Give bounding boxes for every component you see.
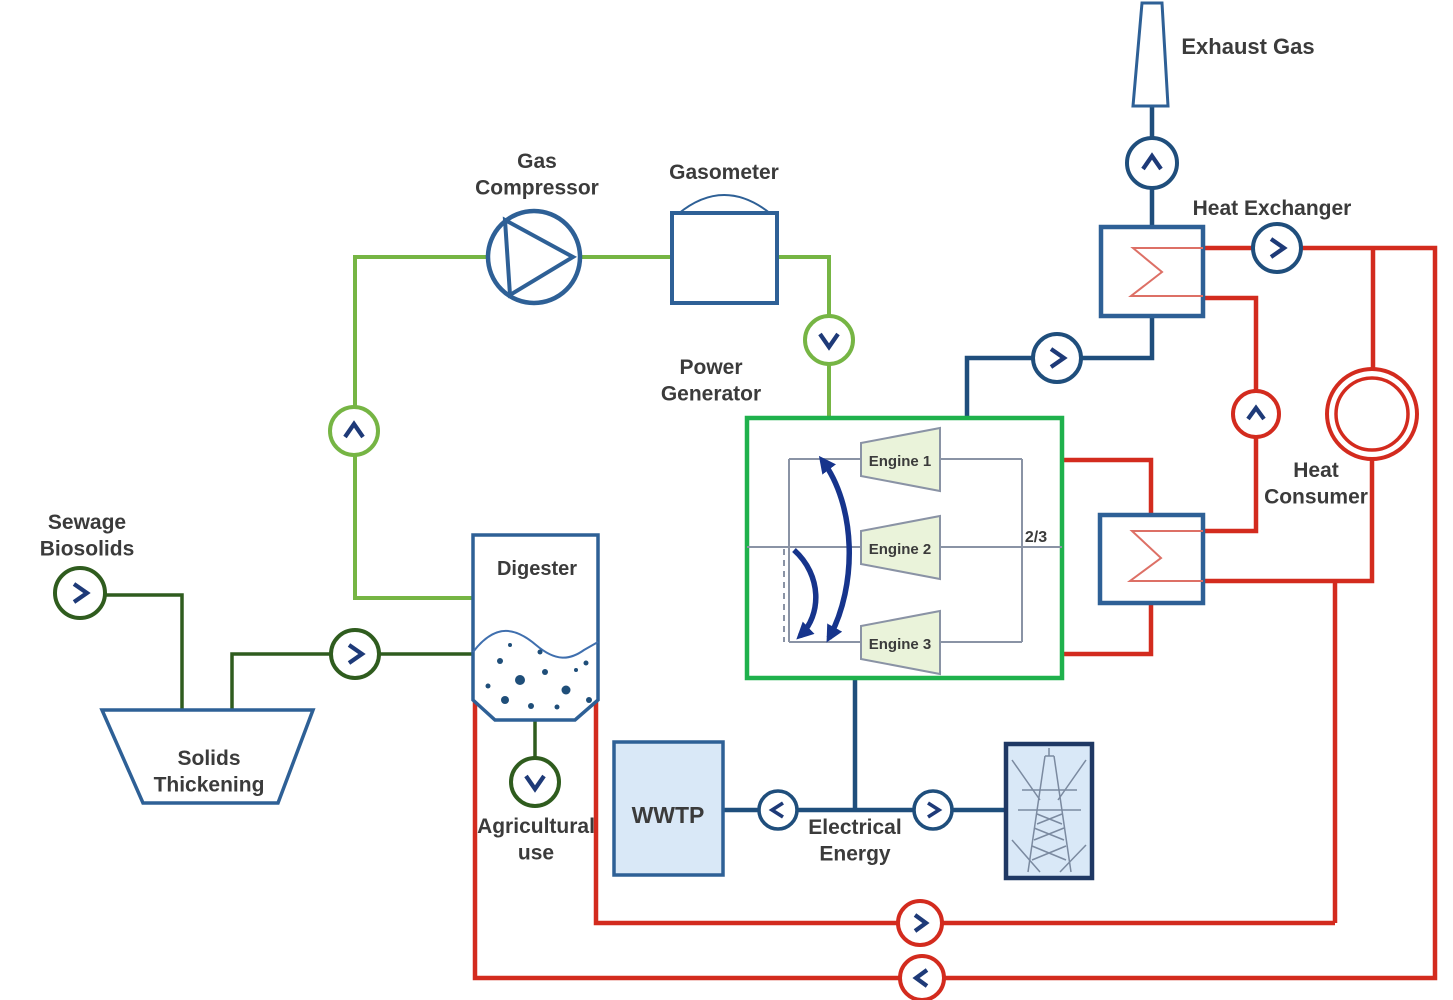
digester-body xyxy=(471,533,600,722)
gas-compressor-symbol xyxy=(485,208,583,306)
heat-consumer-outer-circle xyxy=(1325,367,1419,461)
power-generator-unit xyxy=(744,415,1065,681)
hot-water-consumer-bottom xyxy=(1203,459,1375,584)
gas-compressor-rotor xyxy=(502,216,578,299)
digester-liquid-surface xyxy=(472,629,599,659)
flow-right-icon xyxy=(329,628,381,680)
engine-1-symbol xyxy=(860,426,941,493)
engine-1-label: Engine 1 xyxy=(869,453,932,470)
exhaust-gas-label: Exhaust Gas xyxy=(1181,34,1314,59)
flow-up-icon xyxy=(1125,136,1179,190)
gasometer-label: Gasometer xyxy=(669,161,779,184)
wwtp-label: WWTP xyxy=(632,802,705,828)
flow-indicators xyxy=(53,136,1303,1000)
heat-exchanger-label: Heat Exchanger xyxy=(1193,197,1352,220)
flow-up-icon xyxy=(328,405,380,457)
engine-switch-arrow-large xyxy=(818,455,852,643)
heat-consumer-inner-circle xyxy=(1334,376,1410,452)
hot-water-supply-loop xyxy=(472,245,1438,981)
flow-down-icon xyxy=(803,314,855,366)
heat-exchanger-2-body xyxy=(1097,512,1206,606)
flow-right-icon xyxy=(1251,222,1303,274)
gasometer-vessel xyxy=(670,194,779,305)
transmission-tower-icon xyxy=(1011,748,1087,873)
heat-exchanger-2-coil xyxy=(1126,530,1203,582)
engine-3-symbol xyxy=(860,609,941,676)
flow-left-icon xyxy=(757,789,799,831)
sludge-pipe-biosolids-to-thickening xyxy=(104,593,184,710)
engine-heat-return-bottom xyxy=(1062,603,1154,657)
wwtp-box xyxy=(612,740,725,877)
engine-switch-arrow-small xyxy=(792,547,819,640)
engine-heat-out-top xyxy=(1062,457,1154,515)
digester-label: Digester xyxy=(497,558,577,580)
flow-right-icon xyxy=(53,566,107,620)
heat-exchanger-1 xyxy=(1098,224,1206,319)
flow-right-icon xyxy=(912,789,954,831)
pylon-box xyxy=(1003,741,1095,881)
heat-exchanger-1-body xyxy=(1098,224,1206,319)
flow-left-icon xyxy=(898,954,946,1000)
engine-2-symbol xyxy=(860,514,941,581)
engine-ratio-label: 2/3 xyxy=(1025,529,1047,546)
engine-2-label: Engine 2 xyxy=(869,541,932,558)
flow-right-icon xyxy=(896,899,944,947)
digester-vessel xyxy=(471,533,600,722)
power-grid-pylon xyxy=(1003,741,1095,881)
engine-3-label: Engine 3 xyxy=(869,636,932,653)
sludge-pipe-thickening-to-digester xyxy=(230,652,473,710)
flow-up-icon xyxy=(1231,389,1281,439)
gasometer-body xyxy=(670,211,779,305)
flow-down-icon xyxy=(509,756,561,808)
heat-exchanger-2 xyxy=(1097,512,1206,606)
hot-water-return-loop xyxy=(593,700,1335,926)
exhaust-chimney xyxy=(1131,1,1170,108)
digester-bubbles xyxy=(485,643,592,710)
heat-exchanger-1-coil xyxy=(1128,247,1203,297)
gas-compressor-circle xyxy=(485,208,583,306)
gasometer-dome xyxy=(677,194,772,215)
heat-consumer-symbol xyxy=(1325,367,1419,461)
solids-thickening-vessel xyxy=(99,708,316,805)
flow-right-icon xyxy=(1031,332,1083,384)
